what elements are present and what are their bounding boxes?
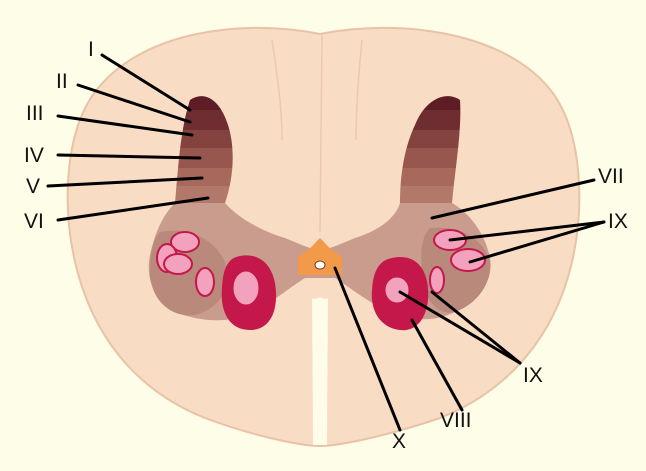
label-lamina-II: II bbox=[56, 70, 68, 93]
label-lamina-VI: VI bbox=[24, 210, 44, 233]
lamina-IX-nucleus bbox=[164, 254, 192, 274]
central-canal bbox=[315, 261, 325, 269]
label-lamina-VII: VII bbox=[598, 165, 624, 188]
label-lamina-III: III bbox=[26, 102, 44, 125]
lamina-IX-in-VIII-right bbox=[385, 277, 409, 303]
lamina-IX-nucleus bbox=[196, 268, 214, 296]
label-lamina-IX-upper: IX bbox=[608, 210, 628, 233]
label-lamina-VIII: VIII bbox=[440, 409, 472, 432]
label-lamina-V: V bbox=[26, 175, 40, 198]
label-lamina-IX-lower: IX bbox=[523, 364, 543, 387]
lamina-IX-in-VIII-left bbox=[233, 271, 259, 305]
label-lamina-I: I bbox=[88, 38, 94, 61]
lamina-IX-nucleus bbox=[430, 267, 444, 293]
label-lamina-X: X bbox=[392, 430, 406, 453]
anterior-median-fissure bbox=[312, 292, 328, 445]
label-lamina-IV: IV bbox=[24, 144, 44, 167]
